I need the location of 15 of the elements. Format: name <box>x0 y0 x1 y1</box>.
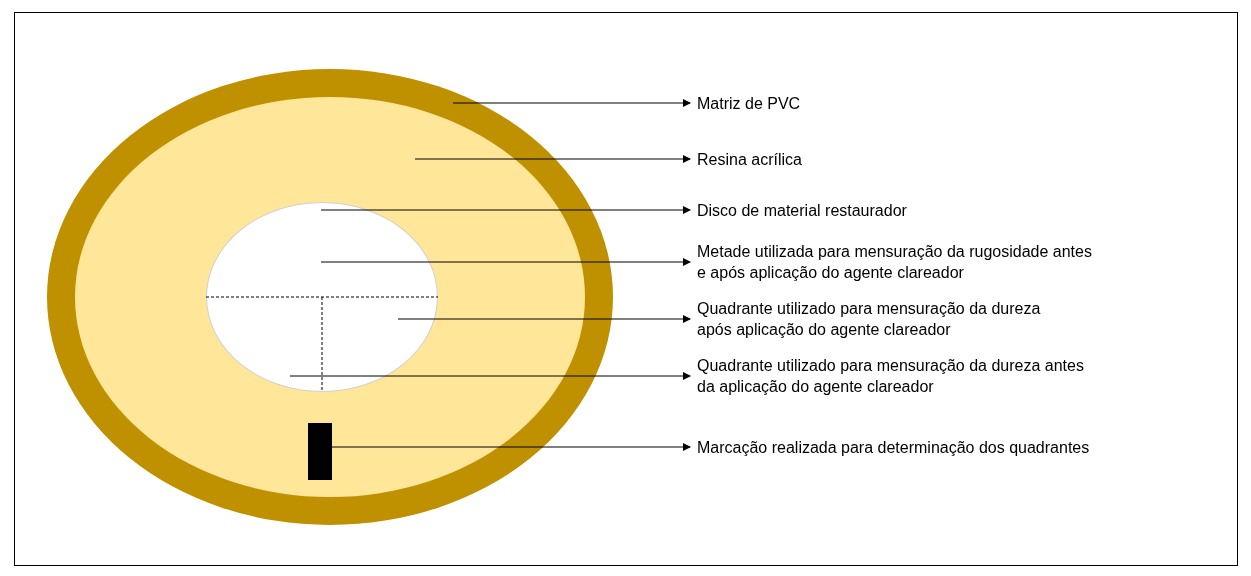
leader-arrow <box>397 315 691 323</box>
callout-text: Metade utilizada para mensuração da rugosidade antes e após aplicação do agente clareador <box>697 242 1093 283</box>
leader-arrow <box>452 99 691 107</box>
leader-arrow <box>331 443 691 451</box>
marker-bar <box>308 423 332 480</box>
callout-text: Quadrante utilizado para mensuração da dureza antes da aplicação do agente clareador <box>697 356 1085 397</box>
callout-text: Marcação realizada para determinação dos quadrantes <box>697 437 1091 458</box>
callout-text: Resina acrílica <box>697 149 803 170</box>
callout-text: Quadrante utilizado para mensuração da dureza após aplicação do agente clareador <box>697 299 1042 340</box>
callout-text: Matriz de PVC <box>697 93 802 114</box>
leader-arrow <box>289 372 691 380</box>
leader-arrow <box>320 206 691 214</box>
leader-arrow <box>414 155 691 163</box>
leader-arrow <box>320 258 691 266</box>
callout-text: Disco de material restaurador <box>697 200 908 221</box>
